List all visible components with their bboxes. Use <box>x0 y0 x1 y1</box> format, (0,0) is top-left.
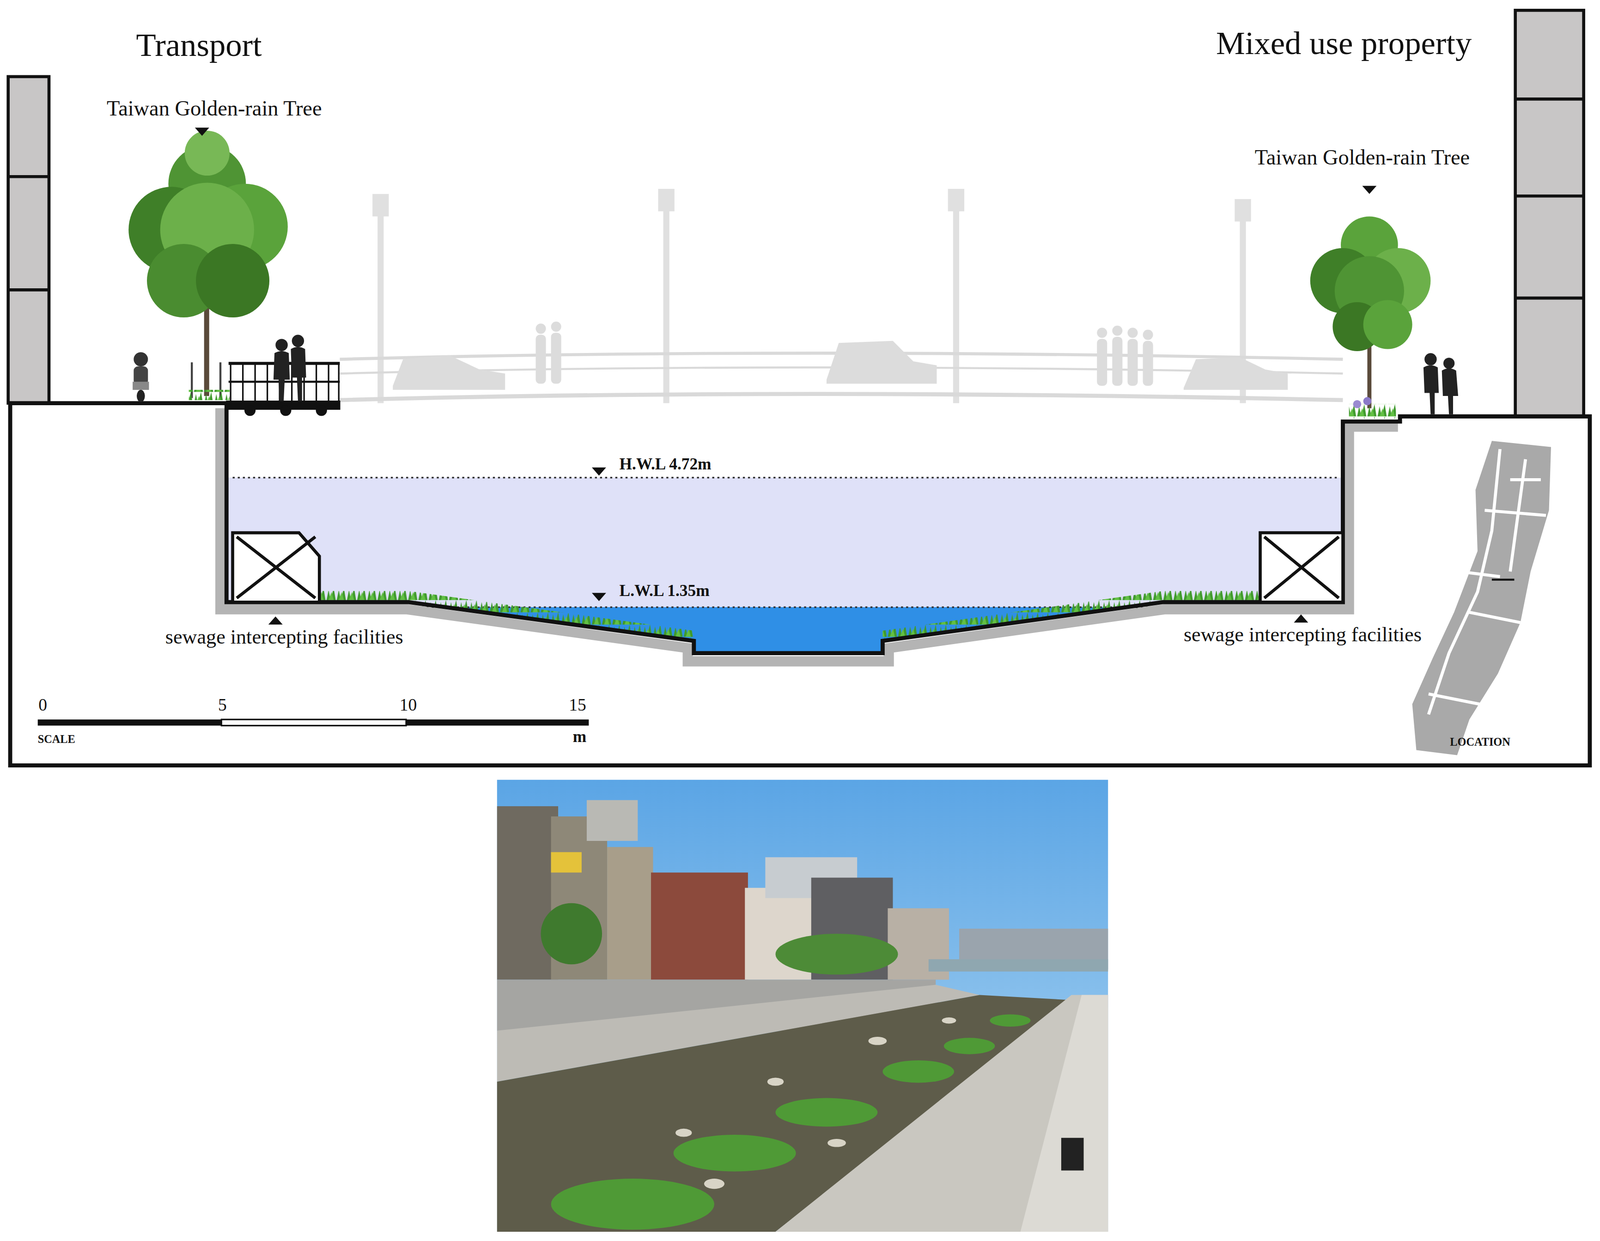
hwl-line <box>232 476 1339 479</box>
photo <box>497 779 1109 1232</box>
water-level: H.W.L 4.72m <box>619 455 712 475</box>
facility-label: sewage intercepting facilities <box>165 625 406 650</box>
section-heading: Mixed use property <box>1216 24 1472 62</box>
marker-triangle <box>194 127 1377 625</box>
water-level: L.W.L 1.35m <box>619 581 710 601</box>
scale-caption: SCALE <box>37 732 76 746</box>
tree <box>1310 216 1431 419</box>
concrete-lining <box>220 408 1399 662</box>
map-caption: LOCATION <box>1449 735 1510 749</box>
building <box>8 10 1584 417</box>
facility-label: sewage intercepting facilities <box>1183 623 1424 647</box>
scale-bar <box>37 719 590 726</box>
section-heading: Transport <box>136 26 262 64</box>
scale-number: 15 <box>568 694 587 715</box>
sewage-box <box>232 532 1344 603</box>
scale-number: 5 <box>218 694 227 715</box>
tree <box>128 130 288 401</box>
location-map <box>1412 440 1552 755</box>
section-outline <box>10 403 1590 766</box>
bridge <box>339 188 1343 404</box>
tree-label: Taiwan Golden-rain Tree <box>1254 145 1470 170</box>
motorbike <box>132 352 149 402</box>
people <box>273 334 1459 415</box>
scale-number: 10 <box>399 694 418 715</box>
scale-number: 0 <box>38 694 48 715</box>
scale-unit: m <box>572 727 587 747</box>
tree-label: Taiwan Golden-rain Tree <box>106 96 322 121</box>
